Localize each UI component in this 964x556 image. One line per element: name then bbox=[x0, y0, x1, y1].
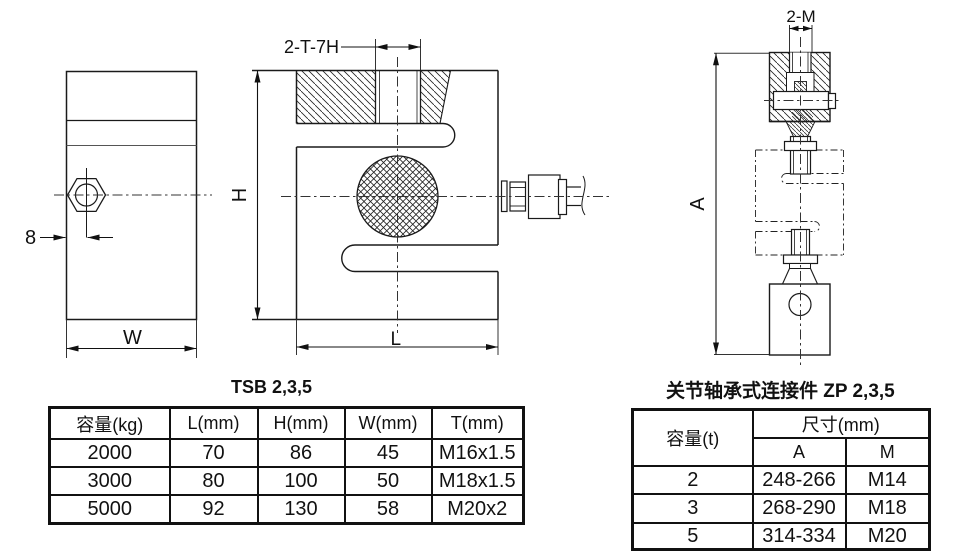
section-hatch bbox=[296, 70, 376, 124]
table-cell: M20 bbox=[844, 522, 931, 551]
table-cell: M18 bbox=[844, 493, 931, 524]
table-row: 2000 70 86 45 M16x1.5 bbox=[48, 438, 525, 468]
cable-break-symbol bbox=[581, 175, 586, 216]
taper-edge bbox=[809, 268, 819, 285]
section-hatch bbox=[420, 70, 451, 124]
table-cell: 80 bbox=[168, 466, 259, 496]
table-cell: 70 bbox=[168, 438, 259, 468]
col-header-w: W(mm) bbox=[343, 406, 433, 440]
table-row: 5 314-334 M20 bbox=[631, 522, 931, 551]
table-row: 3 268-290 M18 bbox=[631, 493, 931, 524]
technical-drawing: 8 W H bbox=[25, 7, 844, 368]
table-cell: M20x2 bbox=[430, 494, 525, 525]
table-cell: 5 bbox=[631, 522, 754, 551]
col-header-h: H(mm) bbox=[256, 406, 346, 440]
front-view: H L 2-T-7H bbox=[229, 37, 611, 355]
table-cell: M18x1.5 bbox=[430, 466, 525, 496]
table-subheader-row: A M bbox=[633, 437, 931, 467]
dim-a-label: A bbox=[687, 197, 709, 211]
dim-h-label: H bbox=[229, 188, 251, 202]
side-view: 8 W bbox=[25, 70, 212, 358]
table-cell: 58 bbox=[343, 494, 433, 525]
clevis-block bbox=[768, 283, 831, 356]
table-cell: 45 bbox=[343, 438, 433, 468]
table-cell: 86 bbox=[256, 438, 346, 468]
table-row: 3000 80 100 50 M18x1.5 bbox=[48, 466, 525, 496]
section-break-line bbox=[439, 70, 452, 124]
table-cell: 314-334 bbox=[751, 522, 847, 551]
table-cell: 3000 bbox=[48, 466, 171, 496]
col-header-a: A bbox=[751, 437, 847, 467]
table-cell: 92 bbox=[168, 494, 259, 525]
dim-w-label: W bbox=[123, 327, 142, 349]
table-cell: 5000 bbox=[48, 494, 171, 525]
table-cell: 2 bbox=[631, 465, 754, 495]
taper-edge bbox=[781, 268, 791, 285]
dim-l-label: L bbox=[391, 329, 402, 350]
table-row: 2 248-266 M14 bbox=[631, 465, 931, 495]
dim-thread-label: 2-T-7H bbox=[284, 37, 339, 57]
table-cell: 2000 bbox=[48, 438, 171, 468]
upper-slot bbox=[296, 122, 456, 148]
col-header-capacity: 容量(t) bbox=[631, 408, 754, 467]
lower-slot bbox=[341, 244, 498, 273]
zp-caption: 关节轴承式连接件 ZP 2,3,5 bbox=[666, 381, 895, 402]
col-header-t: T(mm) bbox=[430, 406, 525, 440]
bearing-ball-lower bbox=[792, 109, 813, 122]
table-cell: 268-290 bbox=[751, 493, 847, 524]
dim-2m-label: 2-M bbox=[786, 7, 815, 26]
col-header-capacity: 容量(kg) bbox=[48, 406, 171, 440]
table-cell: 130 bbox=[256, 494, 346, 525]
table-cell: 248-266 bbox=[751, 465, 847, 495]
table-cell: 50 bbox=[343, 466, 433, 496]
connector-view: A 2-M bbox=[687, 7, 844, 368]
col-header-m: M bbox=[844, 437, 931, 467]
table-cell: M14 bbox=[844, 465, 931, 495]
table-header-row: 容量(t) 尺寸(mm) bbox=[631, 408, 931, 467]
table-row: 5000 92 130 58 M20x2 bbox=[48, 494, 525, 525]
col-header-size-group: 尺寸(mm) bbox=[751, 408, 931, 439]
tsb-caption: TSB 2,3,5 bbox=[231, 377, 313, 397]
table-header-row: 容量(kg) L(mm) H(mm) W(mm) T(mm) bbox=[48, 406, 525, 440]
table-cell: M16x1.5 bbox=[430, 438, 525, 468]
col-header-l: L(mm) bbox=[168, 406, 259, 440]
connector-table: 容量(t) 尺寸(mm) A M 2 248-266 M14 3 268-290… bbox=[631, 408, 931, 551]
dim-8-label: 8 bbox=[25, 227, 36, 249]
table-cell: 3 bbox=[631, 493, 754, 524]
capacity-table: 容量(kg) L(mm) H(mm) W(mm) T(mm) 2000 70 8… bbox=[48, 406, 525, 525]
table-cell: 100 bbox=[256, 466, 346, 496]
